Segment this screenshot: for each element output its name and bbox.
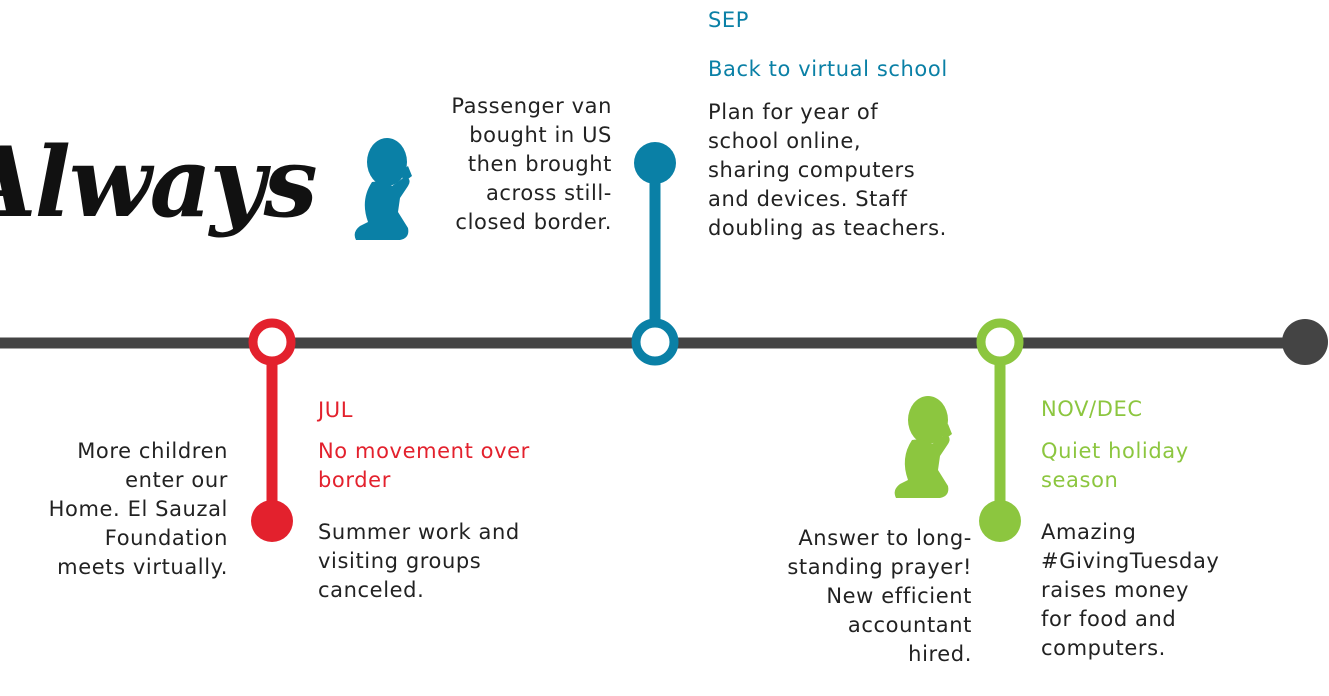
praying-child-icon [894, 396, 952, 498]
timeline-end-dot [1282, 319, 1328, 365]
jul-headline: No movement over border [318, 439, 530, 492]
novdec-body: Amazing #GivingTuesday raises money for … [1041, 520, 1220, 660]
novdec-side-text: Answer to long- standing prayer! New eff… [787, 526, 972, 666]
sep-month: SEP [708, 8, 750, 32]
novdec-headline: Quiet holiday season [1041, 439, 1189, 492]
jul-marker [248, 318, 296, 542]
sep-side-text: Passenger van bought in US then brought … [451, 94, 612, 234]
jul-side-text: More children enter our Home. El Sauzal … [48, 439, 228, 579]
jul-body: Summer work and visiting groups canceled… [318, 520, 520, 602]
sep-body: Plan for year of school online, sharing … [708, 100, 947, 240]
praying-child-icon [354, 138, 412, 240]
sep-headline: Back to virtual school [708, 57, 948, 81]
sep-marker [631, 142, 679, 366]
jul-month: JUL [318, 398, 354, 422]
novdec-month: NOV/DEC [1041, 397, 1143, 421]
novdec-marker [976, 318, 1024, 542]
logo: Always [0, 126, 318, 239]
